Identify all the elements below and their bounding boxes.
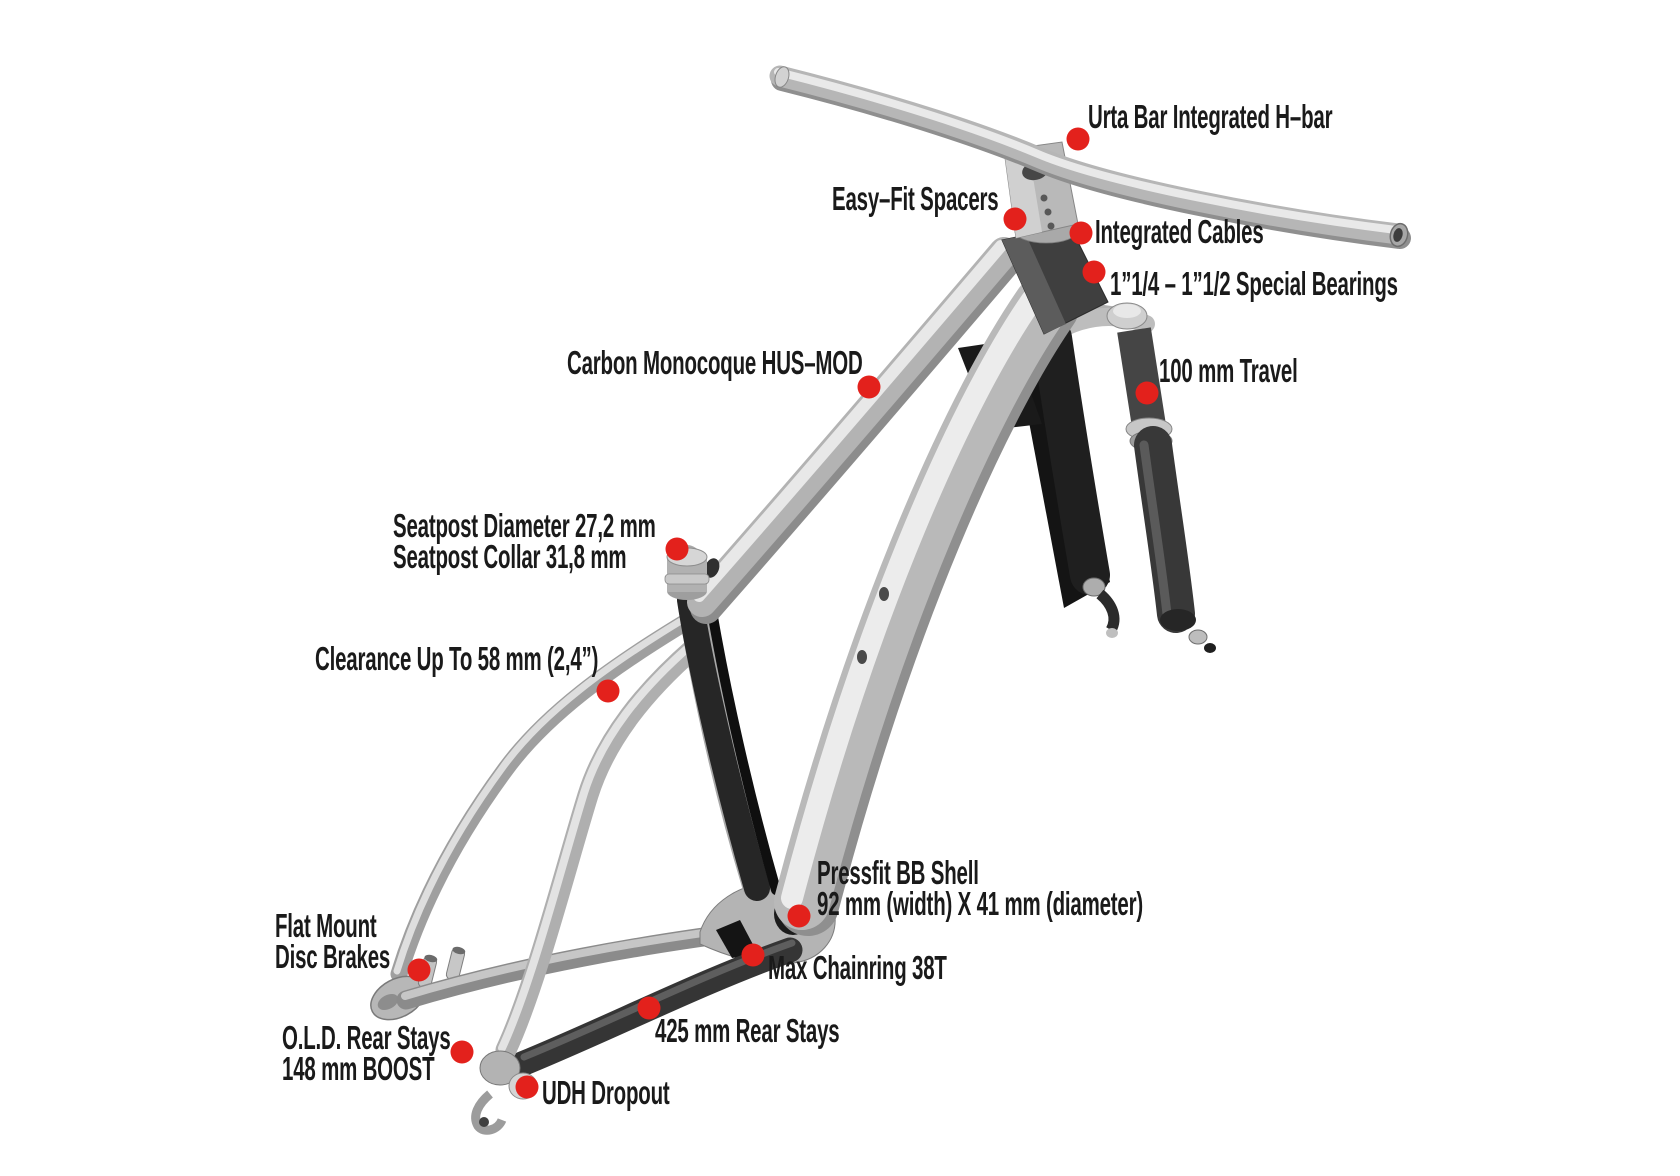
callout-text-line: Clearance Up To 58 mm (2,4”) — [315, 640, 599, 677]
callout-label-carbon-monocoque: Carbon Monocoque HUS–MOD — [567, 344, 863, 381]
callout-dot-carbon-monocoque — [857, 375, 881, 399]
callout-dot-udh-dropout — [515, 1075, 539, 1099]
callout-text-line: Max Chainring 38T — [768, 949, 947, 986]
callout-dot-travel-100mm — [1135, 381, 1159, 405]
top-tube — [687, 237, 1024, 624]
callout-label-special-bearings: 1”1/4 – 1”1/2 Special Bearings — [1110, 265, 1398, 302]
callout-text-line: Pressfit BB Shell — [817, 854, 979, 891]
callout-dot-flat-mount — [407, 958, 431, 982]
callout-dot-rear-stays-425 — [637, 996, 661, 1020]
callout-text-line: 1”1/4 – 1”1/2 Special Bearings — [1110, 265, 1398, 302]
callout-dot-easy-fit-spacers — [1003, 207, 1027, 231]
callout-text-line: UDH Dropout — [542, 1074, 670, 1111]
callout-text-line: 425 mm Rear Stays — [655, 1012, 840, 1049]
callout-label-easy-fit-spacers: Easy–Fit Spacers — [832, 180, 999, 217]
callout-label-rear-stays-425: 425 mm Rear Stays — [655, 1012, 840, 1049]
handlebar — [769, 65, 1411, 249]
callout-dot-max-chainring — [741, 943, 765, 967]
callout-label-udh-dropout: UDH Dropout — [542, 1074, 670, 1111]
callout-dot-special-bearings — [1082, 260, 1106, 284]
callout-label-urta-bar: Urta Bar Integrated H–bar — [1088, 98, 1333, 135]
down-tube — [774, 276, 1079, 936]
callout-text-line: Disc Brakes — [275, 938, 391, 975]
callout-dot-integrated-cables — [1069, 221, 1093, 245]
callout-dot-clearance — [596, 679, 620, 703]
callout-dot-old-boost — [450, 1040, 474, 1064]
callout-label-travel-100mm: 100 mm Travel — [1159, 352, 1298, 389]
callout-label-pressfit-bb: Pressfit BB Shell 92 mm (width) X 41 mm … — [817, 854, 1144, 922]
callout-label-flat-mount: Flat Mount Disc Brakes — [275, 907, 391, 975]
callout-dot-pressfit-bb — [787, 904, 811, 928]
callout-text-line: Easy–Fit Spacers — [832, 180, 999, 217]
callout-text-line: Carbon Monocoque HUS–MOD — [567, 344, 863, 381]
callout-text-line: O.L.D. Rear Stays — [282, 1019, 451, 1056]
callout-text-line: 100 mm Travel — [1159, 352, 1298, 389]
callout-text-line: Urta Bar Integrated H–bar — [1088, 98, 1333, 135]
callout-text-line: 92 mm (width) X 41 mm (diameter) — [817, 885, 1144, 922]
callout-label-clearance: Clearance Up To 58 mm (2,4”) — [315, 640, 599, 677]
callout-label-seatpost: Seatpost Diameter 27,2 mm Seatpost Colla… — [393, 507, 656, 575]
seatpost-collar — [664, 547, 720, 600]
callout-label-integrated-cables: Integrated Cables — [1095, 213, 1264, 250]
callout-dot-urta-bar — [1066, 127, 1090, 151]
callout-text-line: 148 mm BOOST — [282, 1050, 435, 1087]
callout-label-old-boost: O.L.D. Rear Stays 148 mm BOOST — [282, 1019, 451, 1087]
callout-text-line: Seatpost Collar 31,8 mm — [393, 538, 627, 575]
callout-text-line: Seatpost Diameter 27,2 mm — [393, 507, 656, 544]
callout-text-line: Flat Mount — [275, 907, 377, 944]
callout-text-line: Integrated Cables — [1095, 213, 1264, 250]
callout-dot-seatpost — [665, 537, 689, 561]
seat-stay-far — [390, 613, 695, 983]
callout-label-max-chainring: Max Chainring 38T — [768, 949, 947, 986]
seat-stay-near — [495, 637, 705, 1061]
